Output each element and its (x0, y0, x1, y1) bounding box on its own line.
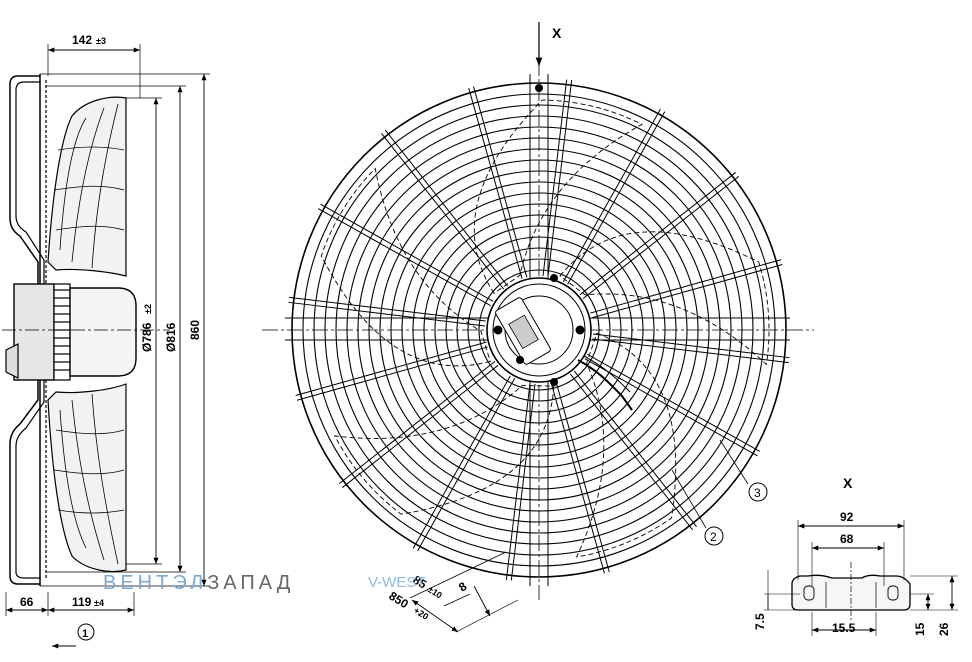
dim-92: 92 (840, 510, 854, 524)
guard-spoke (473, 86, 528, 278)
detail-x-title: X (843, 475, 853, 491)
guard-spoke (590, 259, 782, 314)
dim-26: 26 (937, 622, 951, 636)
blade-lower (47, 383, 127, 573)
guard-spoke (567, 111, 666, 285)
guard-spokes (288, 79, 790, 581)
dim-850: 850 (386, 589, 411, 612)
dim-786: Ø786 (140, 322, 154, 352)
front-view (262, 22, 814, 633)
guard-spoke (412, 375, 511, 549)
dim-85-tol: ±10 (426, 584, 444, 600)
callout-2: 2 (710, 530, 717, 544)
guard-spoke (592, 333, 790, 359)
guard-spoke (338, 360, 496, 485)
guard-spoke (317, 208, 491, 307)
dim-860: 860 (188, 320, 202, 340)
dim-850-tol: +20 (412, 605, 430, 622)
guard-spoke (547, 80, 573, 277)
impeller-blade (334, 385, 555, 515)
guard-spoke (573, 370, 697, 528)
guard-spoke (569, 373, 694, 531)
impeller-blade (473, 99, 643, 294)
side-view (2, 44, 210, 649)
watermark-brand-secondary: V-WEST (368, 574, 426, 591)
watermark-brand-b: ЗАПАД (207, 572, 295, 594)
guard-spoke (584, 358, 758, 457)
dim-786-tol: ±2 (143, 304, 153, 314)
callout-1: 1 (82, 628, 88, 640)
guard-spoke (295, 341, 487, 396)
guard-spoke (555, 381, 610, 573)
detail-x-view (764, 520, 958, 636)
impeller-blades (320, 99, 770, 558)
dim-119-tol: ±4 (94, 598, 104, 608)
motor-hub (13, 283, 55, 381)
guard-spoke (341, 364, 499, 488)
guard-spoke (289, 296, 486, 322)
dim-7-5: 7.5 (753, 613, 767, 630)
guard-spoke (587, 353, 761, 452)
guard-spoke (550, 382, 605, 574)
dim-816: Ø816 (164, 322, 178, 352)
guard-spoke (579, 172, 737, 296)
watermark-brand-a: ВЕНТЭЛ (103, 572, 208, 594)
guard-spoke (384, 129, 509, 287)
guard-spoke (288, 301, 486, 327)
guard-spoke (468, 87, 523, 279)
dim-119: 119 (72, 595, 92, 609)
callout-3: 3 (754, 486, 761, 500)
guard-spoke (582, 175, 740, 300)
guard-spoke (542, 79, 568, 277)
impeller-blade (575, 332, 677, 558)
guard-spoke (296, 346, 488, 401)
guard-spoke (591, 264, 783, 319)
dim-142: 142 (72, 33, 92, 47)
dim-8: 8 (456, 579, 469, 595)
impeller-blade (559, 231, 770, 366)
dim-15: 15 (913, 622, 927, 636)
dim-68: 68 (840, 532, 854, 546)
impeller-blade (320, 167, 491, 367)
guard-spoke (417, 378, 516, 552)
view-marker-x: X (552, 25, 562, 41)
guard-spoke (592, 338, 789, 364)
guard-spoke (505, 383, 531, 580)
dim-66: 66 (20, 595, 34, 609)
guard-spoke (381, 132, 505, 290)
guard-spoke (510, 383, 536, 581)
bracket-profile (791, 574, 911, 611)
guard-spoke (320, 203, 494, 302)
dim-15-5: 15.5 (832, 621, 856, 635)
dim-142-tol: ±3 (96, 36, 106, 46)
watermark-brand: ВЕНТЭЛЗАПАД (103, 572, 294, 595)
guard-spoke (562, 108, 661, 282)
